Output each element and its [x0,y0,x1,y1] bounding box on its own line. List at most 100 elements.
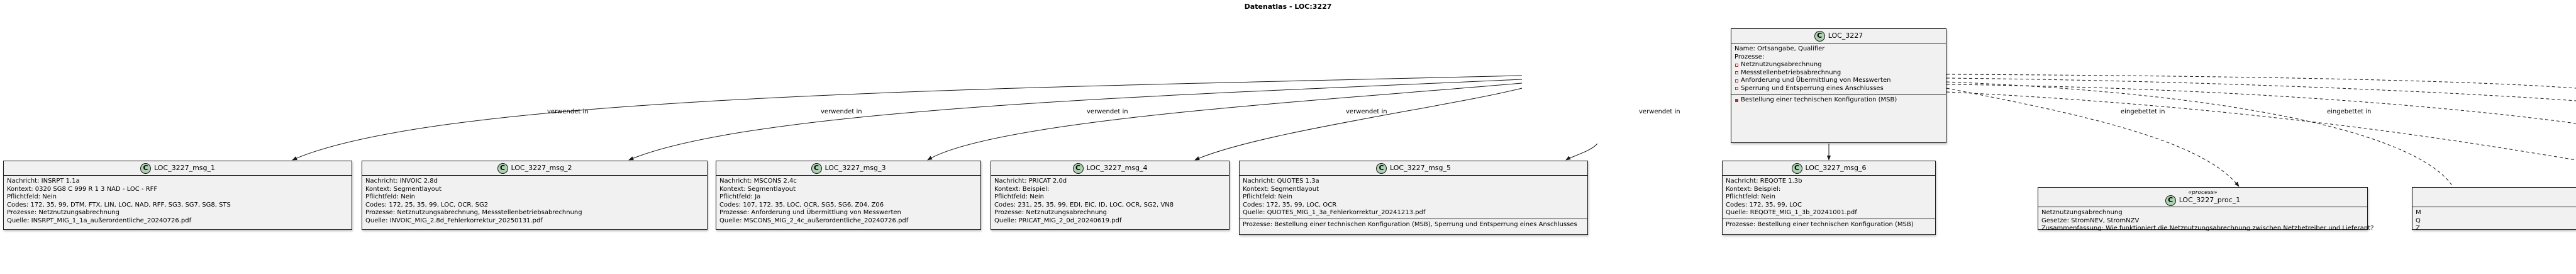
edge-label-proc1: eingebettet in [2121,108,2165,115]
process-line: Q [2416,217,2421,224]
root-line: Prozesse: [1735,53,1765,60]
message-attributes: Nachricht: INVOIC 2.8d Kontext: Segmentl… [362,176,707,226]
root-class-node[interactable]: C LOC_3227 Name: Ortsangabe, Qualifier P… [1731,28,1946,143]
edge-root-proc1 [1946,88,2240,187]
message-line: Prozesse: Bestellung einer technischen K… [1243,220,1577,228]
edge-root-offscreen-4 [1946,91,2576,161]
message-name: LOC_3227_msg_5 [1390,163,1451,172]
message-line: Prozesse: Bestellung einer technischen K… [1726,220,1914,228]
edge-label-msg4: verwendet in [1346,108,1387,115]
message-node-5[interactable]: C LOC_3227_msg_5 Nachricht: QUOTES 1.3a … [1239,161,1588,235]
message-line: Pflichtfeld: Nein [7,193,57,200]
message-line: Nachricht: INSRPT 1.1a [7,178,80,185]
message-line: Quelle: INVOIC_MIG_2.8d_Fehlerkorrektur_… [365,217,543,224]
message-attributes: Nachricht: PRICAT 2.0d Kontext: Beispiel… [991,176,1229,226]
edge-root-offscreen-1 [1946,74,2576,89]
message-line: Quelle: PRICAT_MIG_2_0d_20240619.pdf [994,217,1122,224]
message-node-2[interactable]: C LOC_3227_msg_2 Nachricht: INVOIC 2.8d … [362,161,708,230]
message-line: Codes: 172, 35, 99, DTM, FTX, LIN, LOC, … [7,201,231,208]
class-icon: C [811,163,822,174]
process-node-1[interactable]: «process» C LOC_3227_proc_1 Netznutzungs… [2038,187,2373,232]
process-item: Bestellung einer technischen Konfigurati… [1735,96,1943,105]
message-line: Pflichtfeld: Nein [1243,193,1292,200]
process-line: M [2416,209,2421,216]
message-line: Kontext: Beispiel: [1726,185,1781,193]
class-icon: C [1072,163,1084,174]
message-processes: Prozesse: Bestellung einer technischen K… [1723,219,1935,231]
edge-root-proc2 [1946,81,2453,187]
message-line: Kontext: Segmentlayout [365,185,442,193]
message-line: Codes: 172, 25, 35, 99, LOC, OCR, SG2 [365,201,489,208]
process-node-2-partial[interactable]: M Q Z [2412,187,2576,232]
edge-root-msg1 [292,75,1523,161]
root-attributes: Name: Ortsangabe, Qualifier Prozesse: Ne… [1731,43,1946,94]
process-line: Gesetze: StromNEV, StromNZV [2041,217,2140,224]
message-line: Nachricht: MSCONS 2.4c [719,178,797,185]
message-line: Codes: 172, 35, 99, LOC [1726,201,1802,208]
edge-root-msg4 [1194,88,1523,161]
class-icon: C [1791,163,1802,174]
process-item: Sperrung und Entsperrung eines Anschluss… [1735,85,1943,93]
edge-root-msg2 [628,79,1523,161]
process-item: Messstellenbetriebsabrechnung [1735,69,1943,77]
message-name: LOC_3227_msg_1 [154,163,215,172]
message-line: Nachricht: PRICAT 2.0d [994,178,1067,185]
message-line: Prozesse: Anforderung und Übermittlung v… [719,209,901,216]
class-icon: C [1376,163,1387,174]
message-node-1[interactable]: C LOC_3227_msg_1 Nachricht: INSRPT 1.1a … [3,161,352,230]
message-attributes: Nachricht: INSRPT 1.1a Kontext: 0320 SG8… [4,176,352,226]
process-attributes: Netznutzungsabrechnung Gesetze: StromNEV… [2038,207,2374,234]
message-name: LOC_3227_msg_2 [511,163,572,172]
message-name: LOC_3227_msg_4 [1086,163,1148,172]
message-line: Pflichtfeld: Ja [719,193,761,200]
process-item: Anforderung und Übermittlung von Messwer… [1735,77,1943,85]
message-line: Prozesse: Netznutzungsabrechnung [7,209,119,216]
message-line: Kontext: 0320 SG8 C 999 R 1 3 NAD - LOC … [7,185,158,193]
diagram-title: Datenatlas - LOC:3227 [1244,3,1332,11]
process-line: Zusammenfassung: Wie funktioniert die Ne… [2041,225,2374,232]
edge-label-proc2: eingebettet in [2327,108,2372,115]
message-line: Prozesse: Netznutzungsabrechnung [994,209,1107,216]
class-icon: C [1814,30,1825,42]
process-line: Netznutzungsabrechnung [2041,209,2123,216]
message-line: Prozesse: Netznutzungsabrechnung, Messst… [365,209,582,216]
message-line: Quelle: QUOTES_MIG_1_3a_Fehlerkorrektur_… [1243,209,1426,216]
message-line: Kontext: Beispiel: [994,185,1050,193]
open-square-icon [1735,63,1738,67]
class-icon: C [497,163,508,174]
message-attributes: Nachricht: QUOTES 1.3a Kontext: Segmentl… [1240,176,1587,219]
message-line: Quelle: REQOTE_MIG_1_3b_20241001.pdf [1726,209,1857,216]
root-methods: Bestellung einer technischen Konfigurati… [1731,94,1946,106]
message-processes: Prozesse: Bestellung einer technischen K… [1240,219,1587,231]
message-node-3[interactable]: C LOC_3227_msg_3 Nachricht: MSCONS 2.4c … [716,161,981,230]
message-line: Kontext: Segmentlayout [719,185,796,193]
message-line: Pflichtfeld: Nein [1726,193,1775,200]
message-line: Nachricht: INVOIC 2.8d [365,178,438,185]
root-line: Name: Ortsangabe, Qualifier [1735,45,1825,52]
message-line: Quelle: INSRPT_MIG_1_1a_außerordentliche… [7,217,192,224]
edge-root-msg3 [927,83,1523,161]
message-line: Nachricht: QUOTES 1.3a [1243,178,1319,185]
message-node-4[interactable]: C LOC_3227_msg_4 Nachricht: PRICAT 2.0d … [991,161,1230,230]
filled-square-icon [1735,98,1738,102]
edge-root-offscreen-3 [1946,84,2576,124]
message-name: LOC_3227_msg_3 [824,163,886,172]
edge-label-msg5: verwendet in [1639,108,1680,115]
open-square-icon [1735,71,1738,75]
message-line: Pflichtfeld: Nein [994,193,1044,200]
edge-label-msg3: verwendet in [1087,108,1128,115]
message-node-6[interactable]: C LOC_3227_msg_6 Nachricht: REQOTE 1.3b … [1722,161,1936,235]
root-class-name: LOC_3227 [1828,31,1863,40]
message-attributes: Nachricht: MSCONS 2.4c Kontext: Segmentl… [716,176,980,226]
message-name: LOC_3227_msg_6 [1805,163,1867,172]
message-line: Codes: 172, 35, 99, LOC, OCR [1243,201,1337,208]
class-icon: C [2165,195,2176,206]
class-icon: C [140,163,151,174]
process-line: Z [2416,225,2420,232]
edge-label-msg2: verwendet in [821,108,862,115]
edge-root-offscreen-2 [1946,77,2576,101]
open-square-icon [1735,79,1738,83]
stereotype-label: «process» [2188,190,2218,196]
process-item: Netznutzungsabrechnung [1735,61,1943,69]
